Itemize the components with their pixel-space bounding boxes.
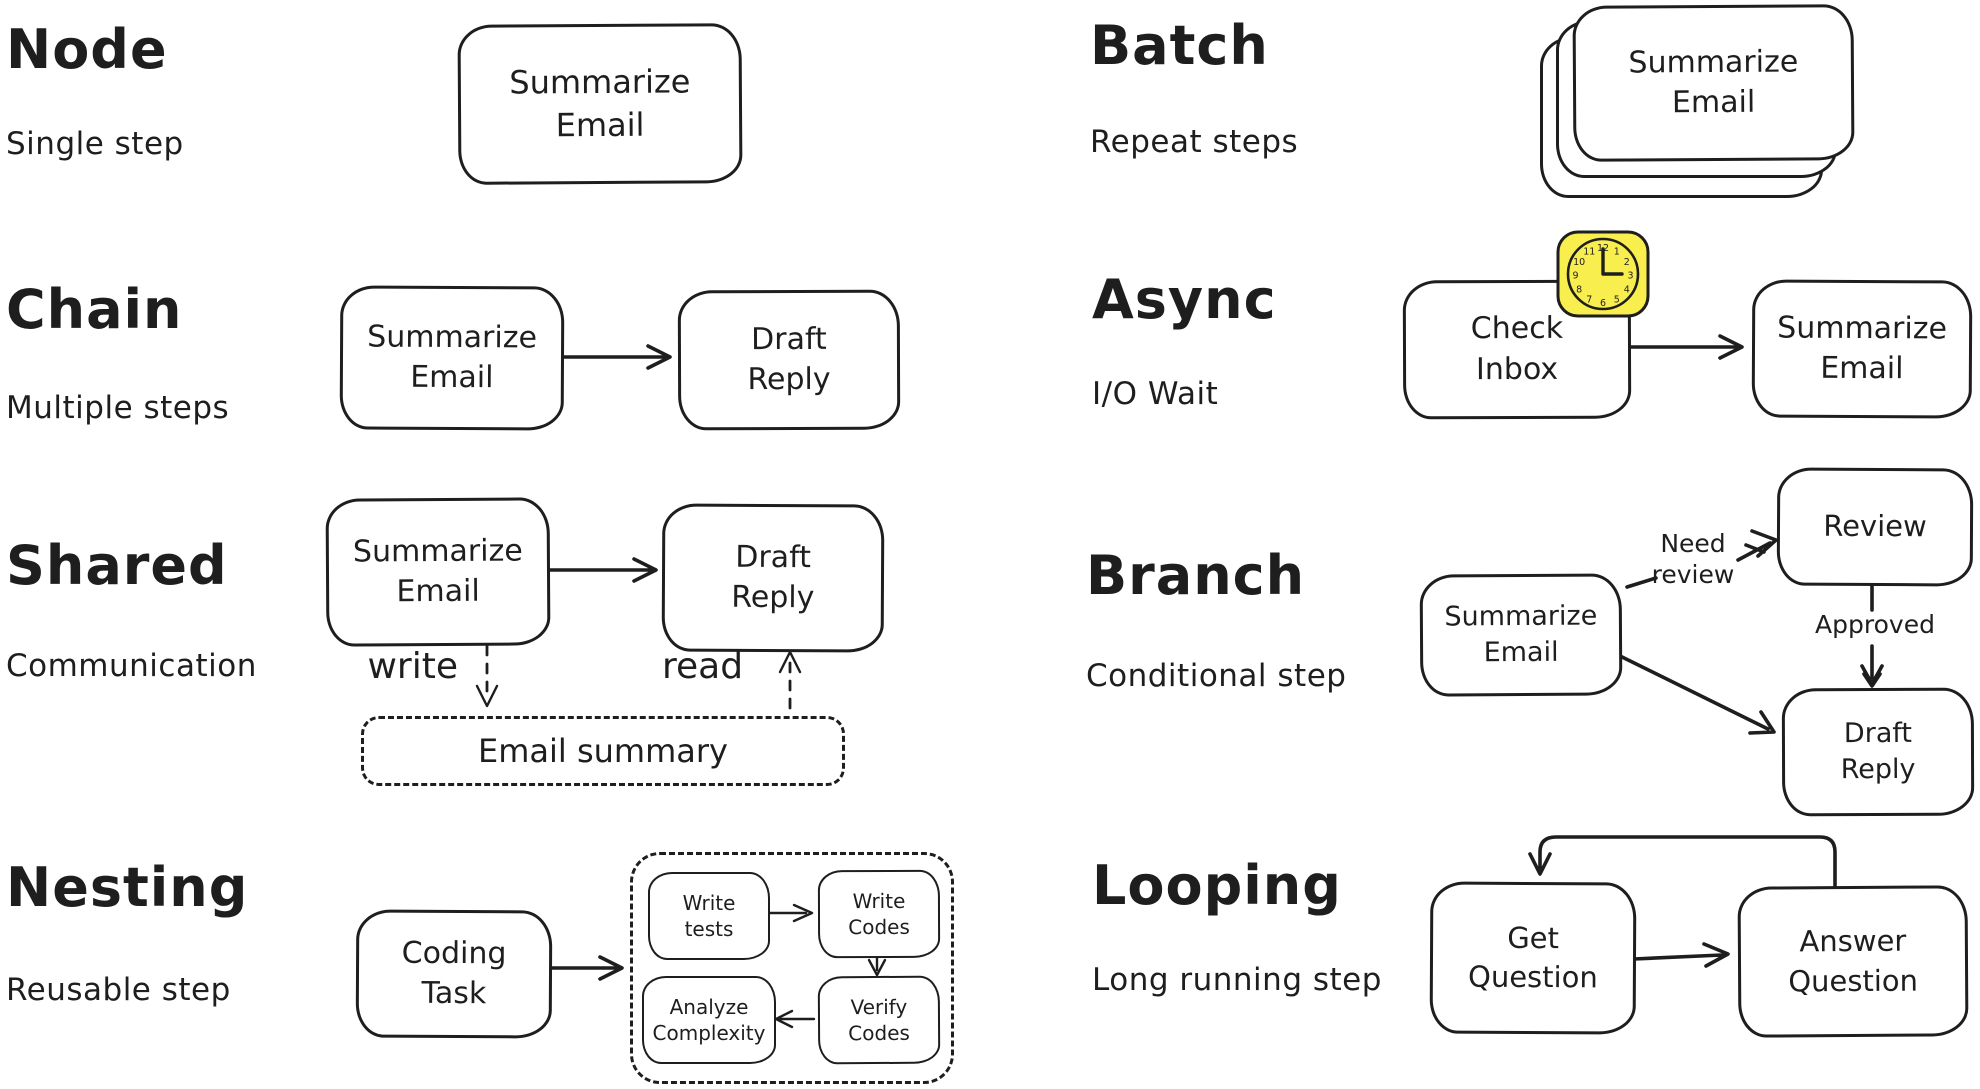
clock-numeral: 5 xyxy=(1614,294,1620,305)
branch-approved-label: Approved xyxy=(1815,610,1935,639)
looping-loopback-arrow xyxy=(1528,835,1837,888)
node-summarize-email-box: Summarize Email xyxy=(457,23,743,185)
nesting-subflow-group xyxy=(630,852,954,1084)
branch-summarize-email-box: Summarize Email xyxy=(1419,573,1623,697)
clock-numeral: 12 xyxy=(1597,243,1609,254)
clock-numeral: 9 xyxy=(1572,271,1578,282)
clock-numeral: 7 xyxy=(1586,294,1592,305)
branch-section-title: Branch xyxy=(1086,544,1306,607)
clock-numeral: 11 xyxy=(1583,247,1595,258)
clock-numeral: 3 xyxy=(1627,271,1633,282)
clock-numeral: 2 xyxy=(1624,257,1630,268)
looping-forward-arrow xyxy=(1632,942,1730,968)
chain-arrow xyxy=(560,344,672,370)
branch-diagonal-arrow xyxy=(1618,654,1776,735)
clock-numeral: 10 xyxy=(1573,257,1585,268)
looping-section-title: Looping xyxy=(1092,854,1342,917)
looping-answer-question-box: Answer Question xyxy=(1737,885,1969,1038)
node-section-subtitle: Single step xyxy=(6,126,184,162)
shared-write-label: write xyxy=(367,646,458,687)
shared-arrow xyxy=(546,557,658,583)
async-summarize-email-box: Summarize Email xyxy=(1751,279,1973,419)
batch-section-title: Batch xyxy=(1090,14,1269,77)
nesting-write-tests-box: Write tests xyxy=(648,872,770,960)
chain-draft-reply-box: Draft Reply xyxy=(677,289,901,431)
branch-review-box: Review xyxy=(1776,467,1974,587)
shared-draft-reply-box: Draft Reply xyxy=(661,503,885,653)
shared-section-subtitle: Communication xyxy=(6,648,257,684)
clock-numeral: 6 xyxy=(1600,298,1606,309)
clock-numeral: 8 xyxy=(1576,284,1582,295)
shared-section-title: Shared xyxy=(6,534,228,597)
chain-section-subtitle: Multiple steps xyxy=(6,390,230,426)
shared-read-label: read xyxy=(662,646,744,687)
nesting-coding-task-box: Coding Task xyxy=(355,909,553,1039)
nesting-section-subtitle: Reusable step xyxy=(6,972,231,1008)
nesting-analyze-complexity-box: Analyze Complexity xyxy=(642,976,776,1064)
async-section-subtitle: I/O Wait xyxy=(1092,376,1219,412)
shared-email-summary-store: Email summary xyxy=(361,716,845,786)
shared-read-arrowhead xyxy=(778,650,802,674)
clock-numeral: 1 xyxy=(1614,247,1620,258)
looping-get-question-box: Get Question xyxy=(1429,881,1637,1035)
async-arrow xyxy=(1628,334,1744,360)
looping-section-subtitle: Long running step xyxy=(1092,962,1382,998)
async-section-title: Async xyxy=(1092,268,1277,331)
chain-section-title: Chain xyxy=(6,278,183,341)
batch-section-subtitle: Repeat steps xyxy=(1090,124,1299,160)
chain-summarize-email-box: Summarize Email xyxy=(339,285,565,431)
shared-write-arrowhead xyxy=(475,684,499,708)
clock-numeral: 4 xyxy=(1624,284,1630,295)
branch-draft-reply-box: Draft Reply xyxy=(1781,687,1975,817)
shared-summarize-email-box: Summarize Email xyxy=(325,497,551,647)
batch-summarize-email-box: Summarize Email xyxy=(1572,4,1855,162)
nesting-arrow xyxy=(548,955,624,981)
branch-approved-arrow xyxy=(1860,644,1884,688)
nesting-section-title: Nesting xyxy=(6,856,249,919)
node-section-title: Node xyxy=(6,18,168,81)
branch-need-review-label: Need review xyxy=(1651,529,1735,590)
nesting-write-codes-box: Write Codes xyxy=(817,869,941,959)
branch-section-subtitle: Conditional step xyxy=(1086,658,1347,694)
nesting-verify-codes-box: Verify Codes xyxy=(817,975,941,1065)
